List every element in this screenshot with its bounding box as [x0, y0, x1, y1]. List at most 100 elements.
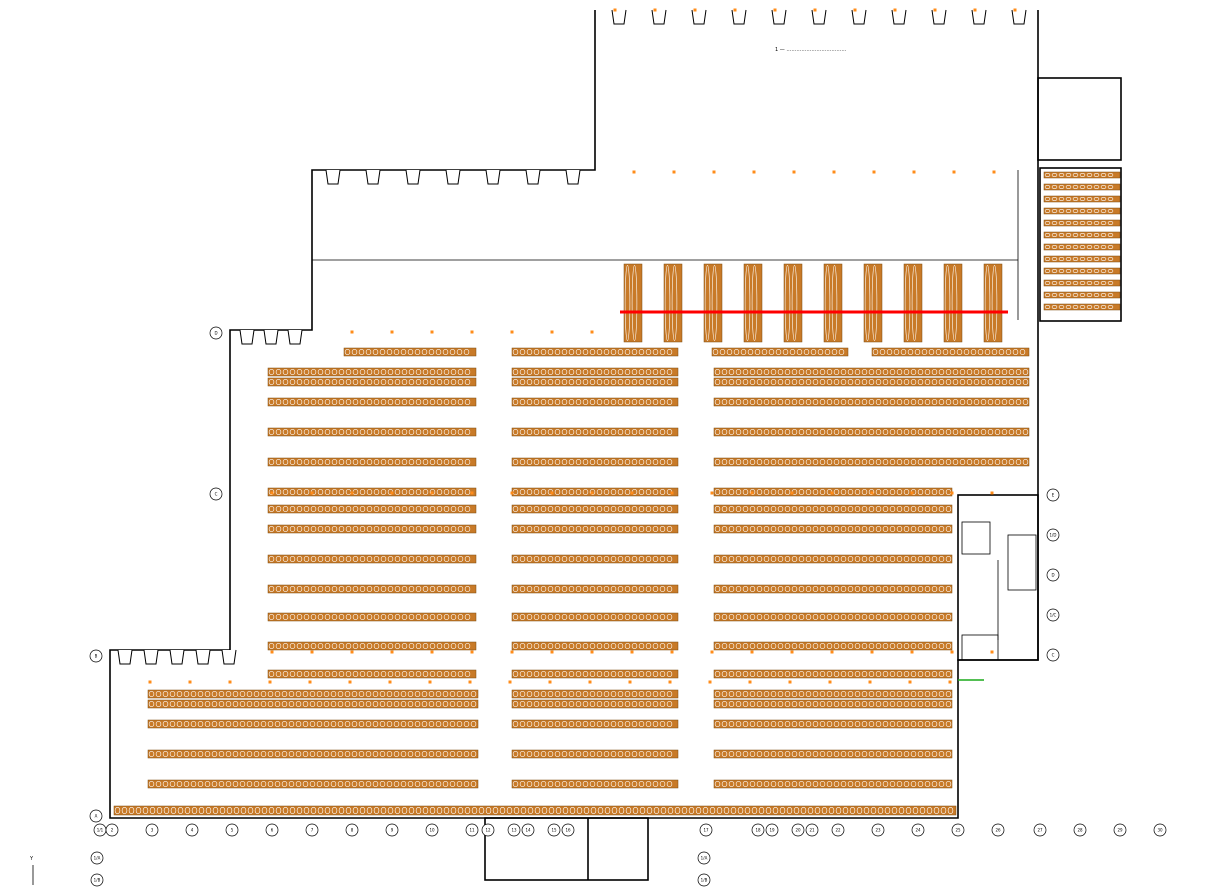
- column-marker: [752, 170, 756, 174]
- rack-row: [903, 263, 923, 343]
- svg-text:21: 21: [809, 828, 815, 833]
- dock-door: [1011, 9, 1027, 25]
- grid-bubble: 9: [385, 823, 399, 837]
- rack-row: [511, 641, 679, 651]
- column-marker: [510, 650, 514, 654]
- svg-text:18: 18: [755, 828, 761, 833]
- column-marker: [590, 330, 594, 334]
- rack-row: [1043, 303, 1121, 311]
- rack-row: [713, 554, 953, 564]
- rack-row: [703, 263, 723, 343]
- svg-text:17: 17: [703, 828, 709, 833]
- column-marker: [792, 170, 796, 174]
- column-marker: [773, 8, 777, 12]
- loading-docks: [117, 9, 1027, 665]
- column-marker: [710, 491, 714, 495]
- column-marker: [973, 8, 977, 12]
- svg-text:13: 13: [511, 828, 517, 833]
- grid-bubble: 8: [345, 823, 359, 837]
- office-room: [961, 634, 999, 661]
- rack-row: [511, 524, 679, 534]
- rack-row: [511, 457, 679, 467]
- svg-text:10: 10: [429, 828, 435, 833]
- column-marker: [508, 680, 512, 684]
- upper-right-room: [1037, 77, 1122, 161]
- rack-row: [267, 457, 477, 467]
- column-marker: [630, 491, 634, 495]
- svg-text:C: C: [1052, 653, 1055, 658]
- column-marker: [950, 650, 954, 654]
- rack-row: [511, 397, 679, 407]
- column-marker: [270, 491, 274, 495]
- column-marker: [992, 170, 996, 174]
- column-marker: [428, 680, 432, 684]
- grid-bubble: 22: [831, 823, 845, 837]
- svg-text:E: E: [1052, 493, 1055, 498]
- column-marker: [893, 8, 897, 12]
- rack-row: [511, 669, 679, 679]
- column-marker: [470, 330, 474, 334]
- svg-text:14: 14: [525, 828, 531, 833]
- grid-bubble: 6: [265, 823, 279, 837]
- rack-row: [267, 504, 477, 514]
- column-marker: [872, 170, 876, 174]
- rack-row: [267, 377, 477, 387]
- column-marker: [1013, 8, 1017, 12]
- svg-text:1/C: 1/C: [1050, 613, 1057, 618]
- grid-bubble: D: [1046, 568, 1060, 582]
- column-marker: [952, 170, 956, 174]
- column-marker: [613, 8, 617, 12]
- dock-door: [287, 329, 303, 345]
- column-marker: [948, 680, 952, 684]
- header-note: 1 — ………………………………: [775, 47, 846, 53]
- column-marker: [712, 170, 716, 174]
- grid-bubble: 1/C: [1046, 608, 1060, 622]
- svg-text:3: 3: [151, 828, 154, 833]
- rack-row: [943, 263, 963, 343]
- rack-row: [147, 699, 479, 709]
- rack-row: [511, 347, 679, 357]
- svg-text:15: 15: [551, 828, 557, 833]
- column-marker: [548, 680, 552, 684]
- dock-door: [651, 9, 667, 25]
- dock-door: [263, 329, 279, 345]
- dock-door: [931, 9, 947, 25]
- column-marker: [910, 650, 914, 654]
- grid-bubble: 27: [1033, 823, 1047, 837]
- column-marker: [653, 8, 657, 12]
- grid-bubble: 21: [805, 823, 819, 837]
- grid-bubble: 4: [185, 823, 199, 837]
- dock-door: [485, 169, 501, 185]
- rack-row: [713, 641, 953, 651]
- grid-bubble: 30: [1153, 823, 1167, 837]
- rack-row: [511, 427, 679, 437]
- axis-indicator: Y: [29, 856, 34, 885]
- grid-bubble: 1/A: [697, 851, 711, 865]
- rack-row: [743, 263, 763, 343]
- rack-row: [713, 397, 1030, 407]
- column-marker: [790, 491, 794, 495]
- column-marker: [350, 650, 354, 654]
- rack-row: [1043, 243, 1121, 251]
- column-marker: [670, 650, 674, 654]
- rack-row: [713, 749, 953, 759]
- rack-row: [713, 504, 953, 514]
- column-marker: [990, 650, 994, 654]
- office-interior: [961, 521, 1037, 661]
- rack-row: [623, 263, 643, 343]
- grid-bubble: 26: [991, 823, 1005, 837]
- column-marker: [510, 491, 514, 495]
- column-marker: [310, 650, 314, 654]
- rack-row: [1043, 279, 1121, 287]
- washroom: [1007, 534, 1037, 591]
- rack-row: [511, 689, 679, 699]
- column-marker: [853, 8, 857, 12]
- dock-door: [117, 649, 133, 665]
- column-marker: [733, 8, 737, 12]
- rack-row: [663, 263, 683, 343]
- rack-row: [147, 779, 479, 789]
- grid-bubble: 3: [145, 823, 159, 837]
- axis-label: Y: [29, 856, 34, 862]
- column-marker: [308, 680, 312, 684]
- svg-text:1/A: 1/A: [701, 856, 708, 861]
